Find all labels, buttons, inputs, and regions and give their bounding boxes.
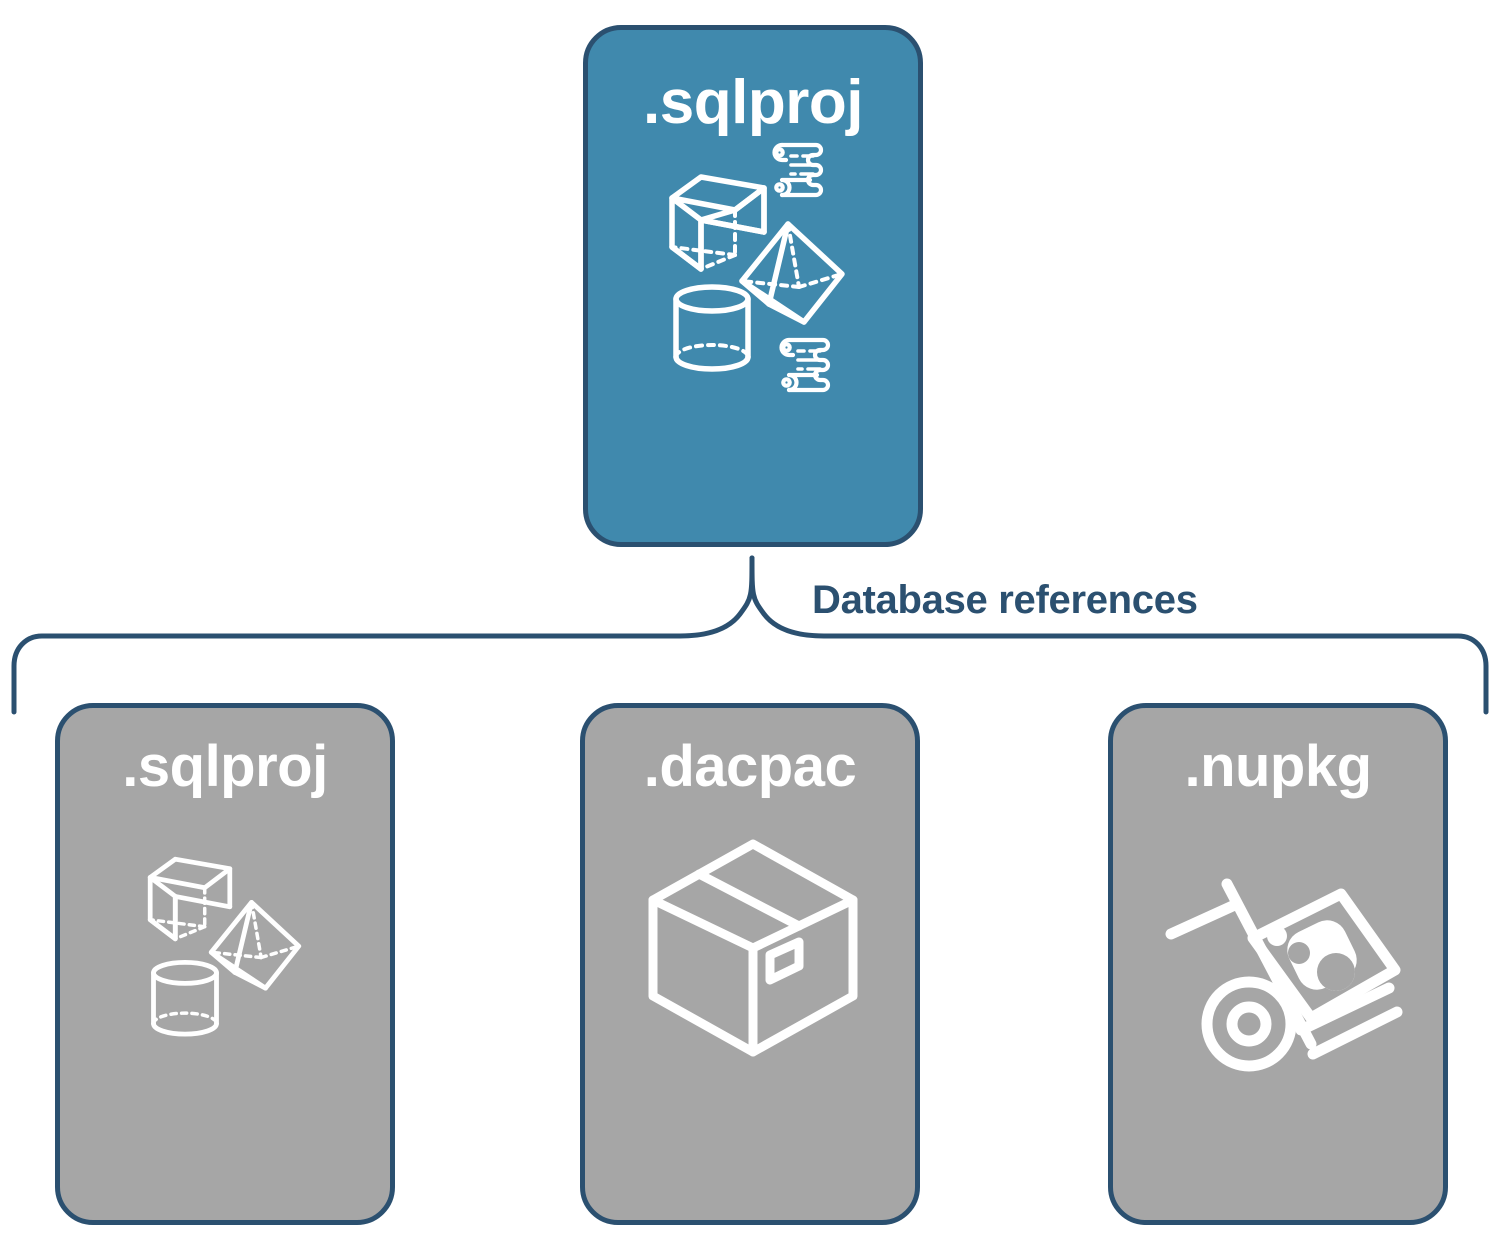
cube-wireframe-icon	[669, 174, 767, 272]
database-references-bracket	[11, 555, 1489, 715]
node-root-title: .sqlproj	[643, 68, 863, 137]
node-ref-nupkg[interactable]: .nupkg	[1108, 703, 1448, 1225]
node-ref-sqlproj-icon-group	[60, 796, 390, 1220]
cylinder-wireframe-icon	[151, 959, 219, 1037]
connector-label-database-references: Database references	[812, 578, 1198, 622]
node-ref-nupkg-title: .nupkg	[1184, 734, 1372, 799]
node-ref-sqlproj[interactable]: .sqlproj	[55, 703, 395, 1225]
node-ref-dacpac-title: .dacpac	[643, 734, 857, 799]
node-root-icon-group	[588, 134, 918, 542]
node-root-sqlproj[interactable]: .sqlproj	[583, 25, 923, 547]
hand-truck-package-icon	[1165, 878, 1403, 1072]
shipping-box-icon	[648, 839, 858, 1057]
pyramid-wireframe-icon	[739, 221, 845, 325]
node-ref-sqlproj-title: .sqlproj	[122, 734, 328, 799]
node-ref-nupkg-icon-group	[1113, 796, 1443, 1220]
pyramid-wireframe-icon	[208, 899, 302, 991]
node-ref-dacpac[interactable]: .dacpac	[580, 703, 920, 1225]
script-scroll-icon	[779, 337, 831, 393]
cylinder-wireframe-icon	[673, 284, 751, 372]
node-ref-dacpac-icon-group	[585, 796, 915, 1220]
script-scroll-icon	[772, 142, 824, 198]
cube-wireframe-icon	[147, 856, 233, 942]
